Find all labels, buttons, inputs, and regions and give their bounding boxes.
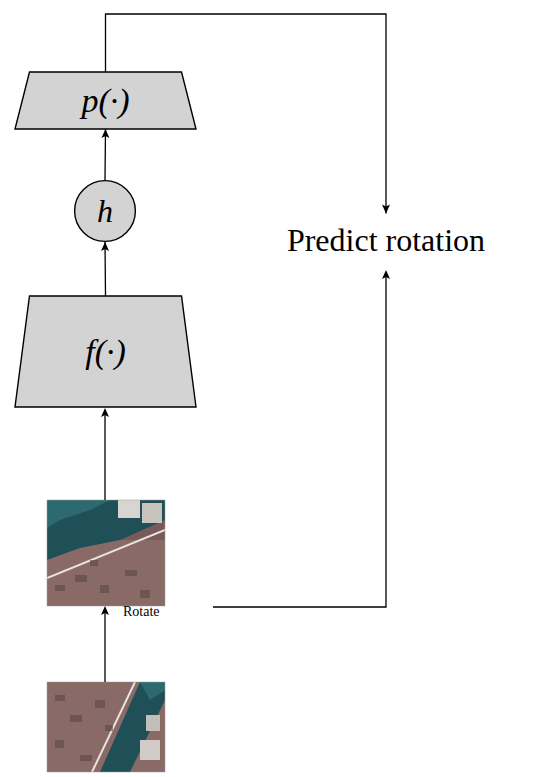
- connector-line: [104, 129, 106, 180]
- task-text: Predict rotation: [226, 214, 546, 266]
- arrow-head: [382, 270, 390, 279]
- label-arrow: [213, 276, 386, 607]
- arrow-head: [101, 408, 109, 417]
- node-text: Predict rotation: [287, 222, 485, 259]
- shape-fill: [15, 72, 196, 129]
- node-text: f(·): [85, 333, 126, 371]
- shape-fill: [75, 181, 136, 242]
- node-text: p(·): [81, 82, 129, 120]
- flow-arrow: [101, 129, 109, 180]
- node-text: h: [97, 193, 113, 230]
- arrow-head: [101, 129, 109, 138]
- arrow-head: [382, 205, 390, 214]
- encoder-box: f(·): [15, 296, 196, 407]
- flow-arrow: [101, 242, 109, 296]
- arrow-head: [101, 242, 109, 251]
- original-image: [47, 682, 165, 772]
- rotate-arrow: [104, 612, 105, 682]
- image-frame: [47, 500, 165, 606]
- rotated-image: [47, 500, 165, 606]
- arrow-head: [101, 606, 109, 615]
- connector-line: [104, 242, 106, 296]
- input-arrow: [104, 414, 105, 500]
- step-label: Rotate: [123, 604, 160, 620]
- feature-circle: h: [74, 180, 136, 242]
- shape-fill: [15, 296, 196, 407]
- projection-head: p(·): [15, 72, 196, 129]
- image-frame: [47, 682, 165, 772]
